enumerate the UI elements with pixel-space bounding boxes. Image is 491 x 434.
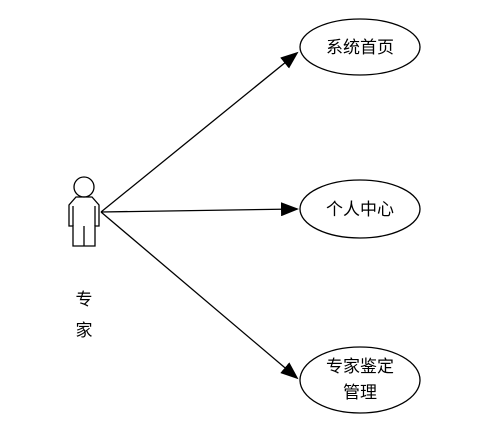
use-case-ellipse <box>299 179 421 239</box>
association-arrow-1 <box>100 51 299 213</box>
actor-figure <box>68 176 100 247</box>
actor-head <box>73 176 95 198</box>
actor-body <box>68 196 100 247</box>
associations <box>100 51 299 380</box>
use-case-label: 个人中心 <box>326 200 394 220</box>
actor-label-line2: 家 <box>76 321 93 341</box>
use-case-home: 系统首页 <box>299 18 421 76</box>
actor-label-line1: 专 <box>76 290 93 310</box>
use-case-expert-appraisal: 专家鉴定 管理 <box>299 346 421 414</box>
use-case-ellipse <box>299 18 421 76</box>
use-case-label-line1: 专家鉴定 <box>326 357 394 377</box>
use-case-label: 系统首页 <box>326 38 394 58</box>
use-case-personal-center: 个人中心 <box>299 179 421 239</box>
use-case-label-line2: 管理 <box>343 383 377 403</box>
association-arrow-2 <box>100 202 299 217</box>
use-case-ellipse <box>299 346 421 414</box>
association-arrow-3 <box>100 211 299 380</box>
